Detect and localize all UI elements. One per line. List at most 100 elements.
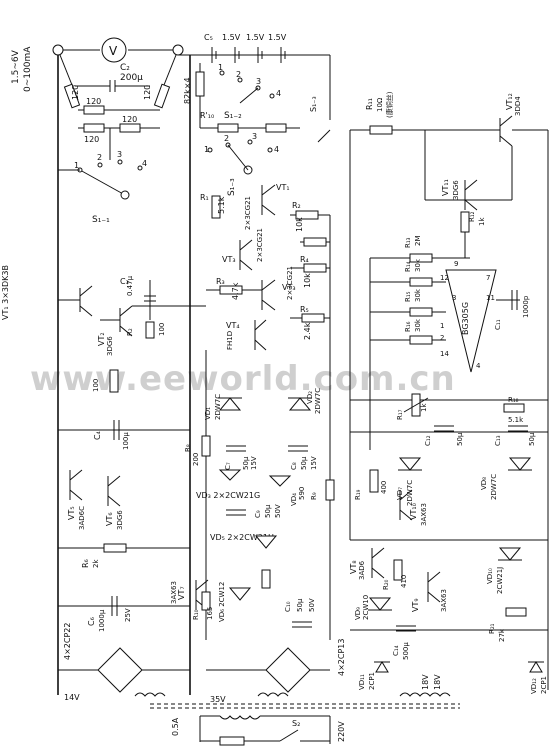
zener-vd4	[268, 475, 292, 487]
vd9-value: 2CW10	[362, 595, 370, 620]
r410-name: R₂₀	[382, 579, 390, 590]
r590-name: R₉	[310, 492, 318, 500]
range-r2-value: 120	[143, 85, 152, 100]
vd11-name: VD₁₁	[358, 674, 366, 690]
vd5-label: VD₅ 2×2CW21H	[210, 533, 274, 542]
divider-a-value: 120	[86, 97, 101, 106]
mains-switch[interactable]	[279, 729, 299, 742]
resistor-82k-value: 82k×4	[183, 77, 192, 104]
resistor-r2	[295, 210, 319, 220]
voltmeter-icon	[101, 37, 127, 63]
zener-vd8	[508, 457, 532, 471]
pot1k-value: 1k	[420, 403, 428, 412]
zener-vd10	[498, 547, 522, 561]
resistor-r30k-a	[409, 277, 433, 287]
pin-14: 14	[440, 350, 449, 358]
svg-text:3: 3	[256, 77, 261, 86]
resistor-r400	[369, 469, 379, 493]
r165-name: R₁₀	[192, 609, 200, 620]
cell-bank-label: C₅	[204, 33, 213, 42]
rlim-note: (康铜丝)	[385, 91, 394, 118]
vd6-label: VD₆ 2CW12	[218, 582, 226, 622]
diode-vd12	[529, 661, 543, 673]
pot1k-name: R₁₇	[396, 409, 404, 420]
resistor-bias	[103, 543, 127, 553]
v18b-label: 18V	[433, 674, 442, 690]
c4-name: C₄	[93, 431, 102, 440]
vd11-value: 2CP1	[368, 672, 376, 690]
vt6-label: VT₆	[105, 512, 114, 526]
r5-value: 2.4k	[303, 322, 312, 340]
resistor-string-b	[265, 123, 287, 133]
rlim-value: 10Ω	[376, 97, 384, 112]
voltmeter-symbol: V	[109, 44, 118, 58]
zener-vd9	[368, 597, 392, 611]
resistor-r165	[201, 591, 211, 611]
divider-b-value: 120	[122, 115, 137, 124]
r3-name: R₃	[216, 277, 225, 286]
svg-text:1: 1	[74, 161, 79, 170]
vd2-value: 2DW7C	[314, 388, 322, 414]
svg-text:4: 4	[142, 159, 147, 168]
resistor-rlim-mid	[261, 569, 271, 589]
c-main-value: 1000μ	[98, 609, 106, 632]
vt2-part: 3DG6	[106, 336, 114, 356]
c8-voltage: 15V	[310, 456, 318, 470]
r590-value: 590	[298, 487, 306, 500]
c10-name: C₁₀	[284, 601, 292, 612]
vt7-label: VT₇	[177, 586, 186, 600]
r1k-value: 1k	[478, 217, 486, 226]
vt10-part: 3AX63	[420, 503, 428, 526]
svg-text:4: 4	[276, 89, 281, 98]
r1-value: 5.1k	[217, 196, 226, 214]
r30k-c-value: 30k	[414, 318, 422, 332]
vd10-name: VD₁₀	[486, 568, 494, 584]
zener-vd5	[254, 535, 278, 549]
r5k1-value: 5.1k	[508, 416, 524, 424]
v35-label: 35V	[210, 695, 226, 704]
resistor-r30k-b	[409, 307, 433, 317]
svg-text:3: 3	[252, 132, 257, 141]
vd10-value: 2CW21J	[496, 567, 504, 594]
resistor-r1	[211, 195, 221, 219]
r30k-b-value: 30k	[414, 288, 422, 302]
r2m-name: R₁₃	[404, 237, 412, 248]
c10-voltage: 50V	[308, 598, 316, 612]
resistor-r30k-c	[409, 335, 433, 345]
cell-2-voltage: 1.5V	[246, 33, 265, 42]
resistor-left-100	[109, 369, 119, 393]
c2-name: C₂	[120, 63, 130, 73]
bridge-rectifier-left	[97, 647, 143, 693]
r2-value: 10k	[295, 217, 304, 232]
c7-name: C₇	[224, 462, 232, 470]
resistor-82k	[195, 71, 205, 97]
r165-value: 165	[206, 607, 214, 620]
pin-11: 11	[486, 294, 495, 302]
r400-value: 400	[380, 481, 388, 494]
r-bias-value: 2k	[92, 559, 100, 568]
re-name: R₂	[126, 328, 134, 336]
range-r1-value: 120	[71, 85, 80, 100]
vt-upper-part: 2×3CG21	[244, 196, 252, 230]
r400-name: R₁₉	[354, 489, 362, 500]
zener-vd7	[398, 457, 422, 471]
vd4-label: VD₄	[290, 493, 298, 506]
svg-text:2: 2	[97, 153, 102, 162]
vt6-part: 3DG6	[116, 510, 124, 530]
resistor-r410	[393, 559, 403, 581]
r5k1-name: R₁₈	[508, 396, 519, 404]
c-main-voltage: 25V	[124, 608, 132, 622]
divider-resistor-c	[83, 123, 105, 133]
c7-value: 50μ	[242, 456, 250, 470]
c8-value: 50μ	[300, 456, 308, 470]
c13-name: C₁₃	[494, 435, 502, 446]
vt1-label: VT₁ 3×3DK3B	[1, 265, 10, 320]
c1000p-name: C₁₁	[494, 319, 502, 330]
r30k-a-value: 30k	[414, 258, 422, 272]
transformer-secondary-35v	[257, 692, 289, 697]
vt12-label: VT₁₂	[505, 93, 514, 110]
resistor-left-100-value: 100	[92, 379, 100, 392]
vt8-part: 3AD6	[358, 560, 366, 580]
divider-c-value: 120	[84, 135, 99, 144]
vd9-name: VD₉	[354, 607, 362, 620]
